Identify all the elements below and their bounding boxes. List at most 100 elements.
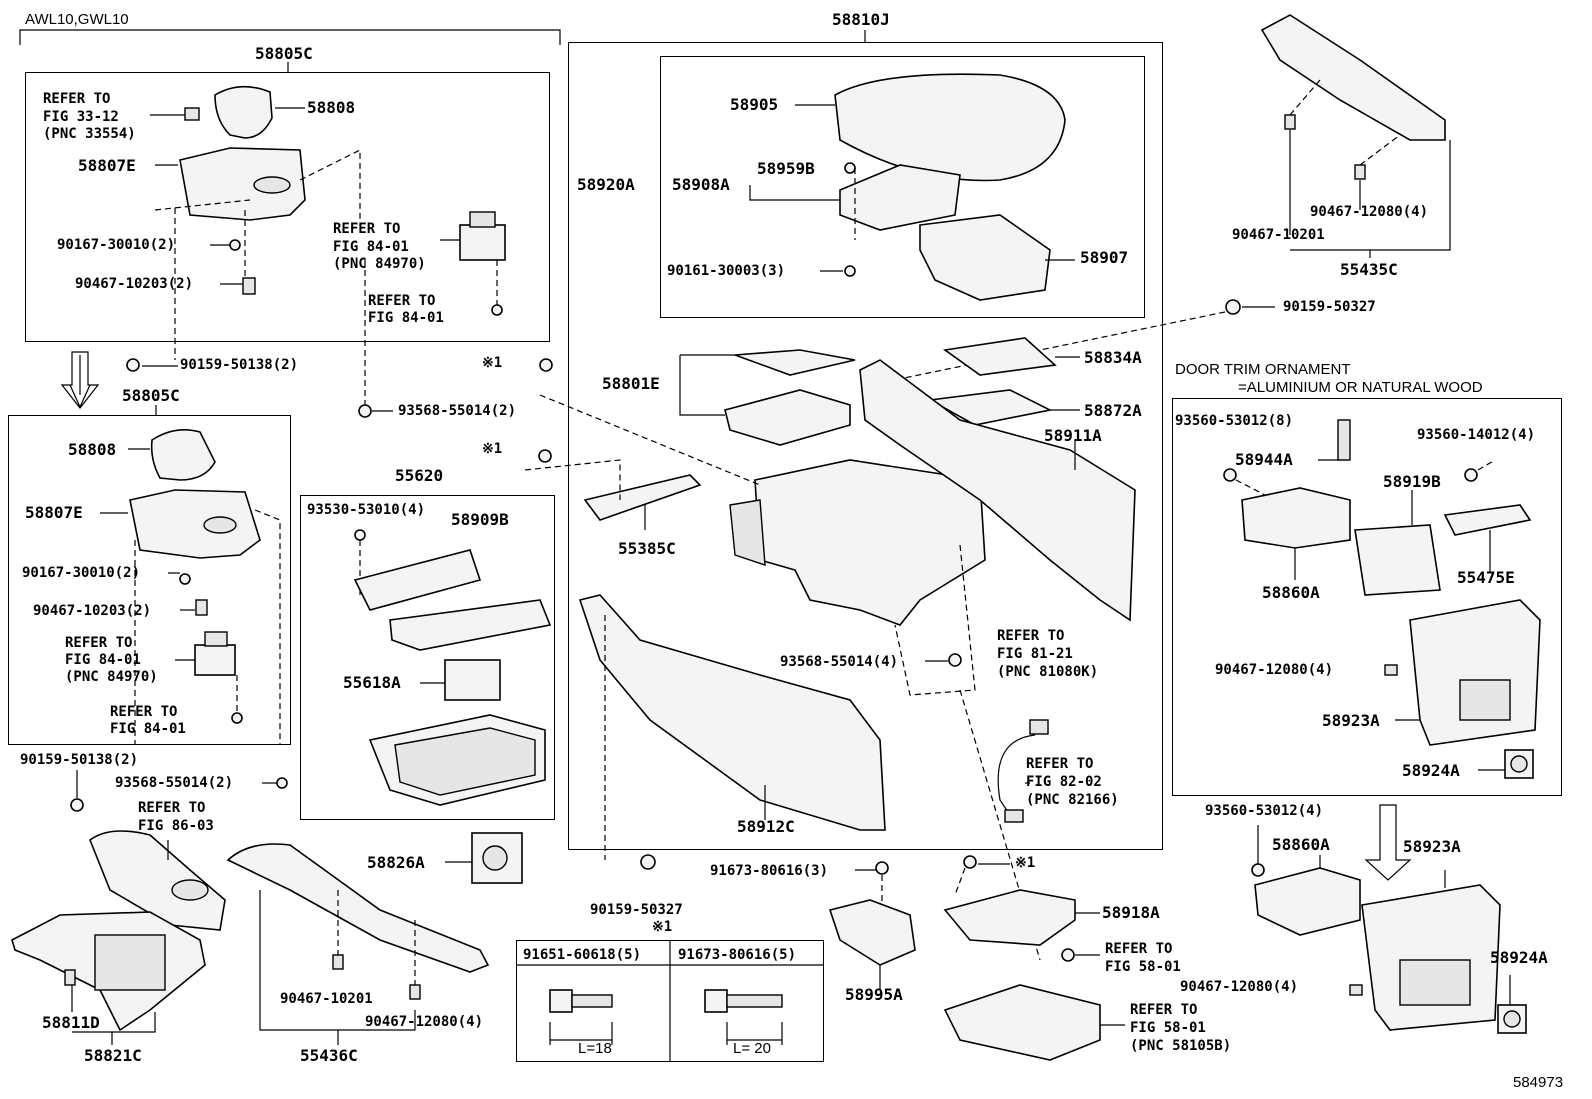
ref-label: FIG 58-01 <box>1105 959 1181 975</box>
ref-label: FIG 84-01 <box>368 310 444 326</box>
ref-label: (PNC 82166) <box>1026 792 1119 808</box>
group-box-58805c-bottom <box>8 415 291 745</box>
part-label-55618a: 55618A <box>343 673 401 692</box>
ref-label: FIG 33-12 <box>43 109 119 125</box>
ref-label: REFER TO <box>368 293 436 309</box>
part-label-93568: 93568-55014(2) <box>398 403 517 419</box>
part-label-58805c: 58805C <box>122 386 180 405</box>
figure-number: 584973 <box>1513 1074 1564 1091</box>
part-label-90159-50327: 90159-50327 <box>590 902 683 918</box>
group-box-58920a <box>660 56 1145 318</box>
ref-label: FIG 81-21 <box>997 646 1073 662</box>
ref-label: FIG 86-03 <box>138 818 214 834</box>
part-label-58834a: 58834A <box>1084 348 1142 367</box>
part-label-93530: 93530-53010(4) <box>307 502 426 518</box>
part-label-93568: 93568-55014(2) <box>115 775 234 791</box>
ref-label: FIG 84-01 <box>110 721 186 737</box>
part-label-58872a: 58872A <box>1084 401 1142 420</box>
part-label-90167: 90167-30010(2) <box>57 237 176 253</box>
part-label-58801e: 58801E <box>602 374 660 393</box>
part-label-58918a: 58918A <box>1102 903 1160 922</box>
part-label-58923a: 58923A <box>1322 711 1380 730</box>
part-label-90467-10203: 90467-10203(2) <box>33 603 152 619</box>
part-label-93560-53012: 93560-53012(8) <box>1175 413 1294 429</box>
ref-label: FIG 84-01 <box>65 652 141 668</box>
part-label-55436c: 55436C <box>300 1046 358 1065</box>
part-label-58909b: 58909B <box>451 510 509 529</box>
group-box-58810j <box>568 42 1163 850</box>
ref-label: REFER TO <box>65 635 133 651</box>
table-length-1: L=18 <box>578 1040 612 1057</box>
part-label-58912c: 58912C <box>737 817 795 836</box>
ref-label: (PNC 84970) <box>65 669 158 685</box>
part-label-90467-12080: 90467-12080(4) <box>1310 204 1429 220</box>
part-label-93560-14012: 93560-14012(4) <box>1417 427 1536 443</box>
note-mark: ※1 <box>482 441 503 457</box>
ref-label: (PNC 84970) <box>333 256 426 272</box>
part-label-58919b: 58919B <box>1383 472 1441 491</box>
part-label-58908a: 58908A <box>672 175 730 194</box>
ref-label: REFER TO <box>138 800 206 816</box>
part-label-90467-12080: 90467-12080(4) <box>1215 662 1334 678</box>
ref-label: (PNC 58105B) <box>1130 1038 1232 1054</box>
part-label-91673: 91673-80616(3) <box>710 863 829 879</box>
part-label-58826a: 58826A <box>367 853 425 872</box>
table-header-91651: 91651-60618(5) <box>523 947 642 963</box>
table-length-2: L= 20 <box>733 1040 771 1057</box>
part-label-55620: 55620 <box>395 466 444 485</box>
ref-label: REFER TO <box>333 221 401 237</box>
part-label-90167: 90167-30010(2) <box>22 565 141 581</box>
part-label-55385c: 55385C <box>618 539 676 558</box>
ref-label: REFER TO <box>1130 1002 1198 1018</box>
part-label-58807e: 58807E <box>78 156 136 175</box>
part-label-58924a: 58924A <box>1402 761 1460 780</box>
note-mark: ※1 <box>1015 855 1036 871</box>
part-label-58811d: 58811D <box>42 1013 100 1032</box>
ref-label: REFER TO <box>110 704 178 720</box>
part-label-58944a: 58944A <box>1235 450 1293 469</box>
part-label-90159-50138: 90159-50138(2) <box>180 357 299 373</box>
part-label-58821c: 58821C <box>84 1046 142 1065</box>
part-label-58920a: 58920A <box>577 175 635 194</box>
part-label-93560-53012: 93560-53012(4) <box>1205 803 1324 819</box>
group-box-58805c-top <box>25 72 550 342</box>
part-label-58959b: 58959B <box>757 159 815 178</box>
group-box-door-trim <box>1172 398 1562 796</box>
part-label-58860a: 58860A <box>1272 835 1330 854</box>
part-label-58860a: 58860A <box>1262 583 1320 602</box>
ref-label: REFER TO <box>43 91 111 107</box>
model-header: AWL10,GWL10 <box>25 11 129 28</box>
table-header-91673: 91673-80616(5) <box>678 947 797 963</box>
ref-label: (PNC 81080K) <box>997 664 1099 680</box>
ref-label: (PNC 33554) <box>43 126 136 142</box>
ref-label: FIG 58-01 <box>1130 1020 1206 1036</box>
ref-label: REFER TO <box>1026 756 1094 772</box>
part-label-58905: 58905 <box>730 95 779 114</box>
part-label-58808: 58808 <box>307 98 356 117</box>
part-label-90467-12080: 90467-12080(4) <box>1180 979 1299 995</box>
part-label-90467-10203: 90467-10203(2) <box>75 276 194 292</box>
part-label-55435c: 55435C <box>1340 260 1398 279</box>
part-label-90159-50327: 90159-50327 <box>1283 299 1376 315</box>
part-label-58995a: 58995A <box>845 985 903 1004</box>
ref-label: FIG 84-01 <box>333 239 409 255</box>
part-label-55475e: 55475E <box>1457 568 1515 587</box>
part-label-93568: 93568-55014(4) <box>780 654 899 670</box>
door-trim-title-2: =ALUMINIUM OR NATURAL WOOD <box>1238 379 1483 396</box>
part-label-58924a: 58924A <box>1490 948 1548 967</box>
part-label-90467-12080: 90467-12080(4) <box>365 1014 484 1030</box>
ref-label: FIG 82-02 <box>1026 774 1102 790</box>
note-mark: ※1 <box>652 919 673 935</box>
part-label-90467-10201: 90467-10201 <box>1232 227 1325 243</box>
part-label-58808: 58808 <box>68 440 117 459</box>
part-label-58923a: 58923A <box>1403 837 1461 856</box>
part-label-58810j: 58810J <box>832 10 890 29</box>
ref-label: REFER TO <box>997 628 1065 644</box>
ref-label: REFER TO <box>1105 941 1173 957</box>
part-label-58807e: 58807E <box>25 503 83 522</box>
part-label-58907: 58907 <box>1080 248 1129 267</box>
door-trim-title-1: DOOR TRIM ORNAMENT <box>1175 361 1351 378</box>
part-label-90161: 90161-30003(3) <box>667 263 786 279</box>
note-mark: ※1 <box>482 355 503 371</box>
